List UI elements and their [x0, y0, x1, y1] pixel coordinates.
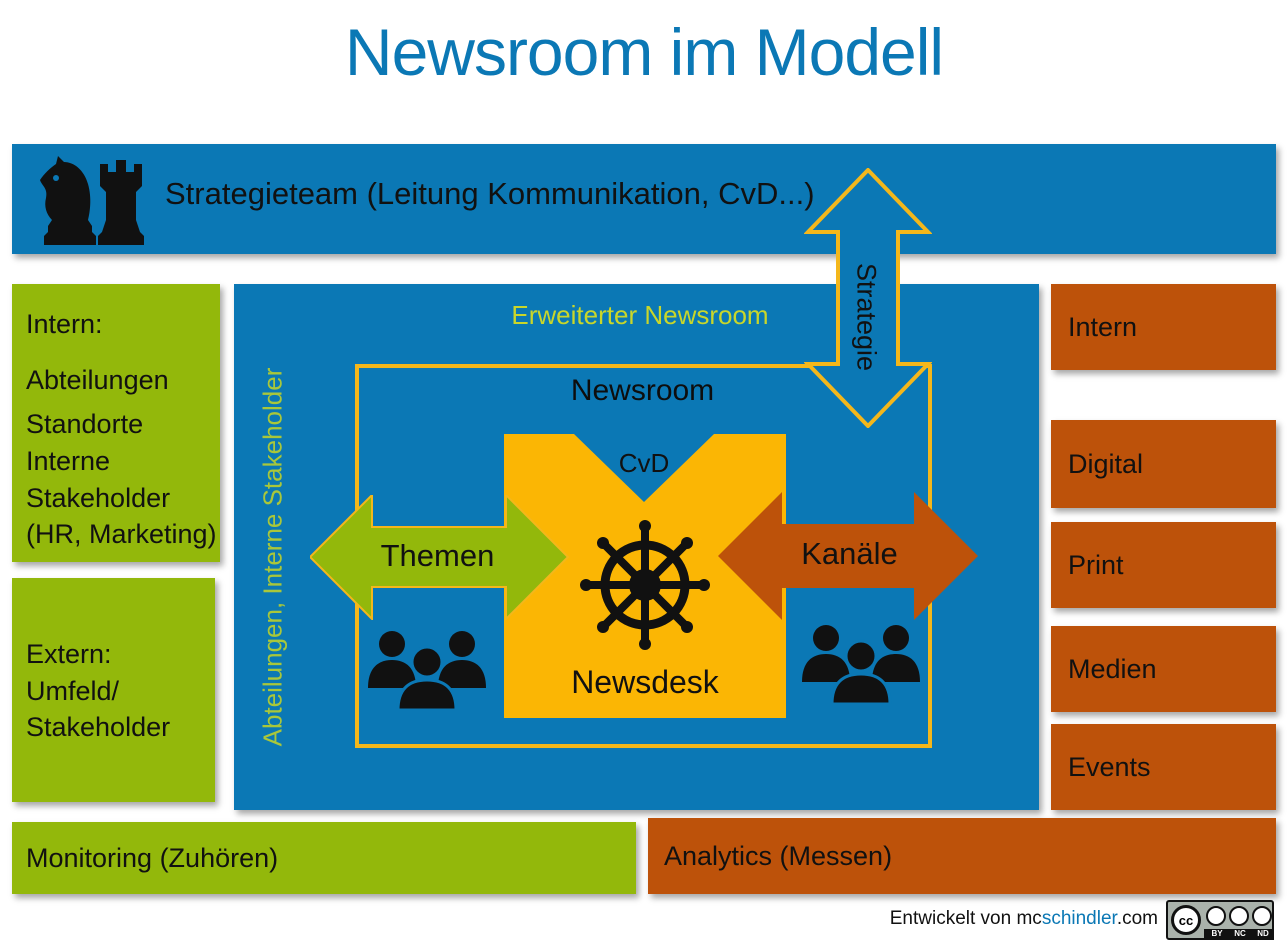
- chess-pieces-icon: [40, 156, 144, 245]
- monitoring-bar: Monitoring (Zuhören): [12, 822, 636, 894]
- chess-knight-icon: [40, 156, 96, 245]
- footer-suffix: .com: [1116, 908, 1158, 929]
- people-group-right-icon: [802, 625, 920, 704]
- cc-nc-icon: [1229, 906, 1249, 926]
- analytics-bar: Analytics (Messen): [648, 818, 1276, 894]
- footer-brand-schindler: schindler: [1041, 908, 1117, 929]
- footer-prefix: Entwickelt von: [889, 908, 1017, 929]
- channel-events: Events: [1051, 724, 1276, 810]
- extern-stakeholder: Stakeholder: [26, 712, 171, 742]
- strategieteam-label: Strategieteam (Leitung Kommunikation, Cv…: [165, 176, 815, 211]
- cc-circle: cc: [1171, 905, 1201, 935]
- ship-wheel-icon: [580, 520, 710, 650]
- themen-label: Themen: [380, 538, 495, 573]
- intern-heading: Intern:: [26, 309, 103, 339]
- extern-panel: [12, 578, 215, 802]
- cvd-label: CvD: [618, 448, 670, 478]
- channel-medien-label: Medien: [1068, 654, 1157, 684]
- channel-events-label: Events: [1068, 752, 1151, 782]
- strategie-arrow: [804, 168, 932, 428]
- newsroom-label: Newsroom: [570, 374, 715, 407]
- themen-arrow: [310, 495, 570, 620]
- analytics-label: Analytics (Messen): [664, 841, 893, 871]
- intern-item-interne: Interne: [26, 446, 111, 476]
- channel-intern: Intern: [1051, 284, 1276, 370]
- cc-nc-label: NC: [1234, 929, 1246, 938]
- intern-item-hr-marketing: (HR, Marketing): [26, 519, 217, 549]
- kanaele-arrow: [718, 492, 978, 620]
- page-title: Newsroom im Modell: [344, 15, 944, 89]
- creative-commons-icon: cc BY NC ND: [1166, 900, 1274, 940]
- channel-medien: Medien: [1051, 626, 1276, 712]
- intern-item-stakeholder: Stakeholder: [26, 483, 171, 513]
- cc-text: cc: [1178, 913, 1194, 928]
- monitoring-label: Monitoring (Zuhören): [26, 843, 279, 873]
- footer-brand-mc: mc: [1016, 908, 1042, 929]
- cc-nd-label: ND: [1257, 929, 1269, 938]
- intern-panel: [12, 284, 220, 562]
- channel-intern-label: Intern: [1068, 312, 1138, 342]
- strategieteam-bar: [12, 144, 1276, 254]
- intern-item-standorte: Standorte: [26, 409, 144, 439]
- cc-by-label: BY: [1211, 929, 1223, 938]
- newsdesk-label: Newsdesk: [571, 664, 719, 700]
- footer-credit: Entwickelt von mcschindler.com: [890, 908, 1158, 930]
- channel-digital-label: Digital: [1068, 449, 1144, 479]
- extern-heading: Extern:: [26, 639, 112, 669]
- cc-nd-icon: [1252, 906, 1272, 926]
- channel-print-label: Print: [1068, 550, 1124, 580]
- chess-rook-icon: [98, 160, 144, 245]
- intern-item-abteilungen: Abteilungen: [26, 365, 169, 395]
- channel-digital: Digital: [1051, 420, 1276, 508]
- people-group-left-icon: [368, 631, 486, 710]
- vertical-stakeholder-label: Abteilungen, Interne Stakeholder: [257, 367, 288, 747]
- channel-print: Print: [1051, 522, 1276, 608]
- extended-newsroom-label: Erweiterter Newsroom: [511, 300, 769, 330]
- strategie-label: Strategie: [851, 262, 882, 372]
- extern-umfeld: Umfeld/: [26, 676, 120, 706]
- kanaele-label: Kanäle: [801, 536, 898, 571]
- cc-strip: [1204, 929, 1274, 940]
- cc-by-icon: [1206, 906, 1226, 926]
